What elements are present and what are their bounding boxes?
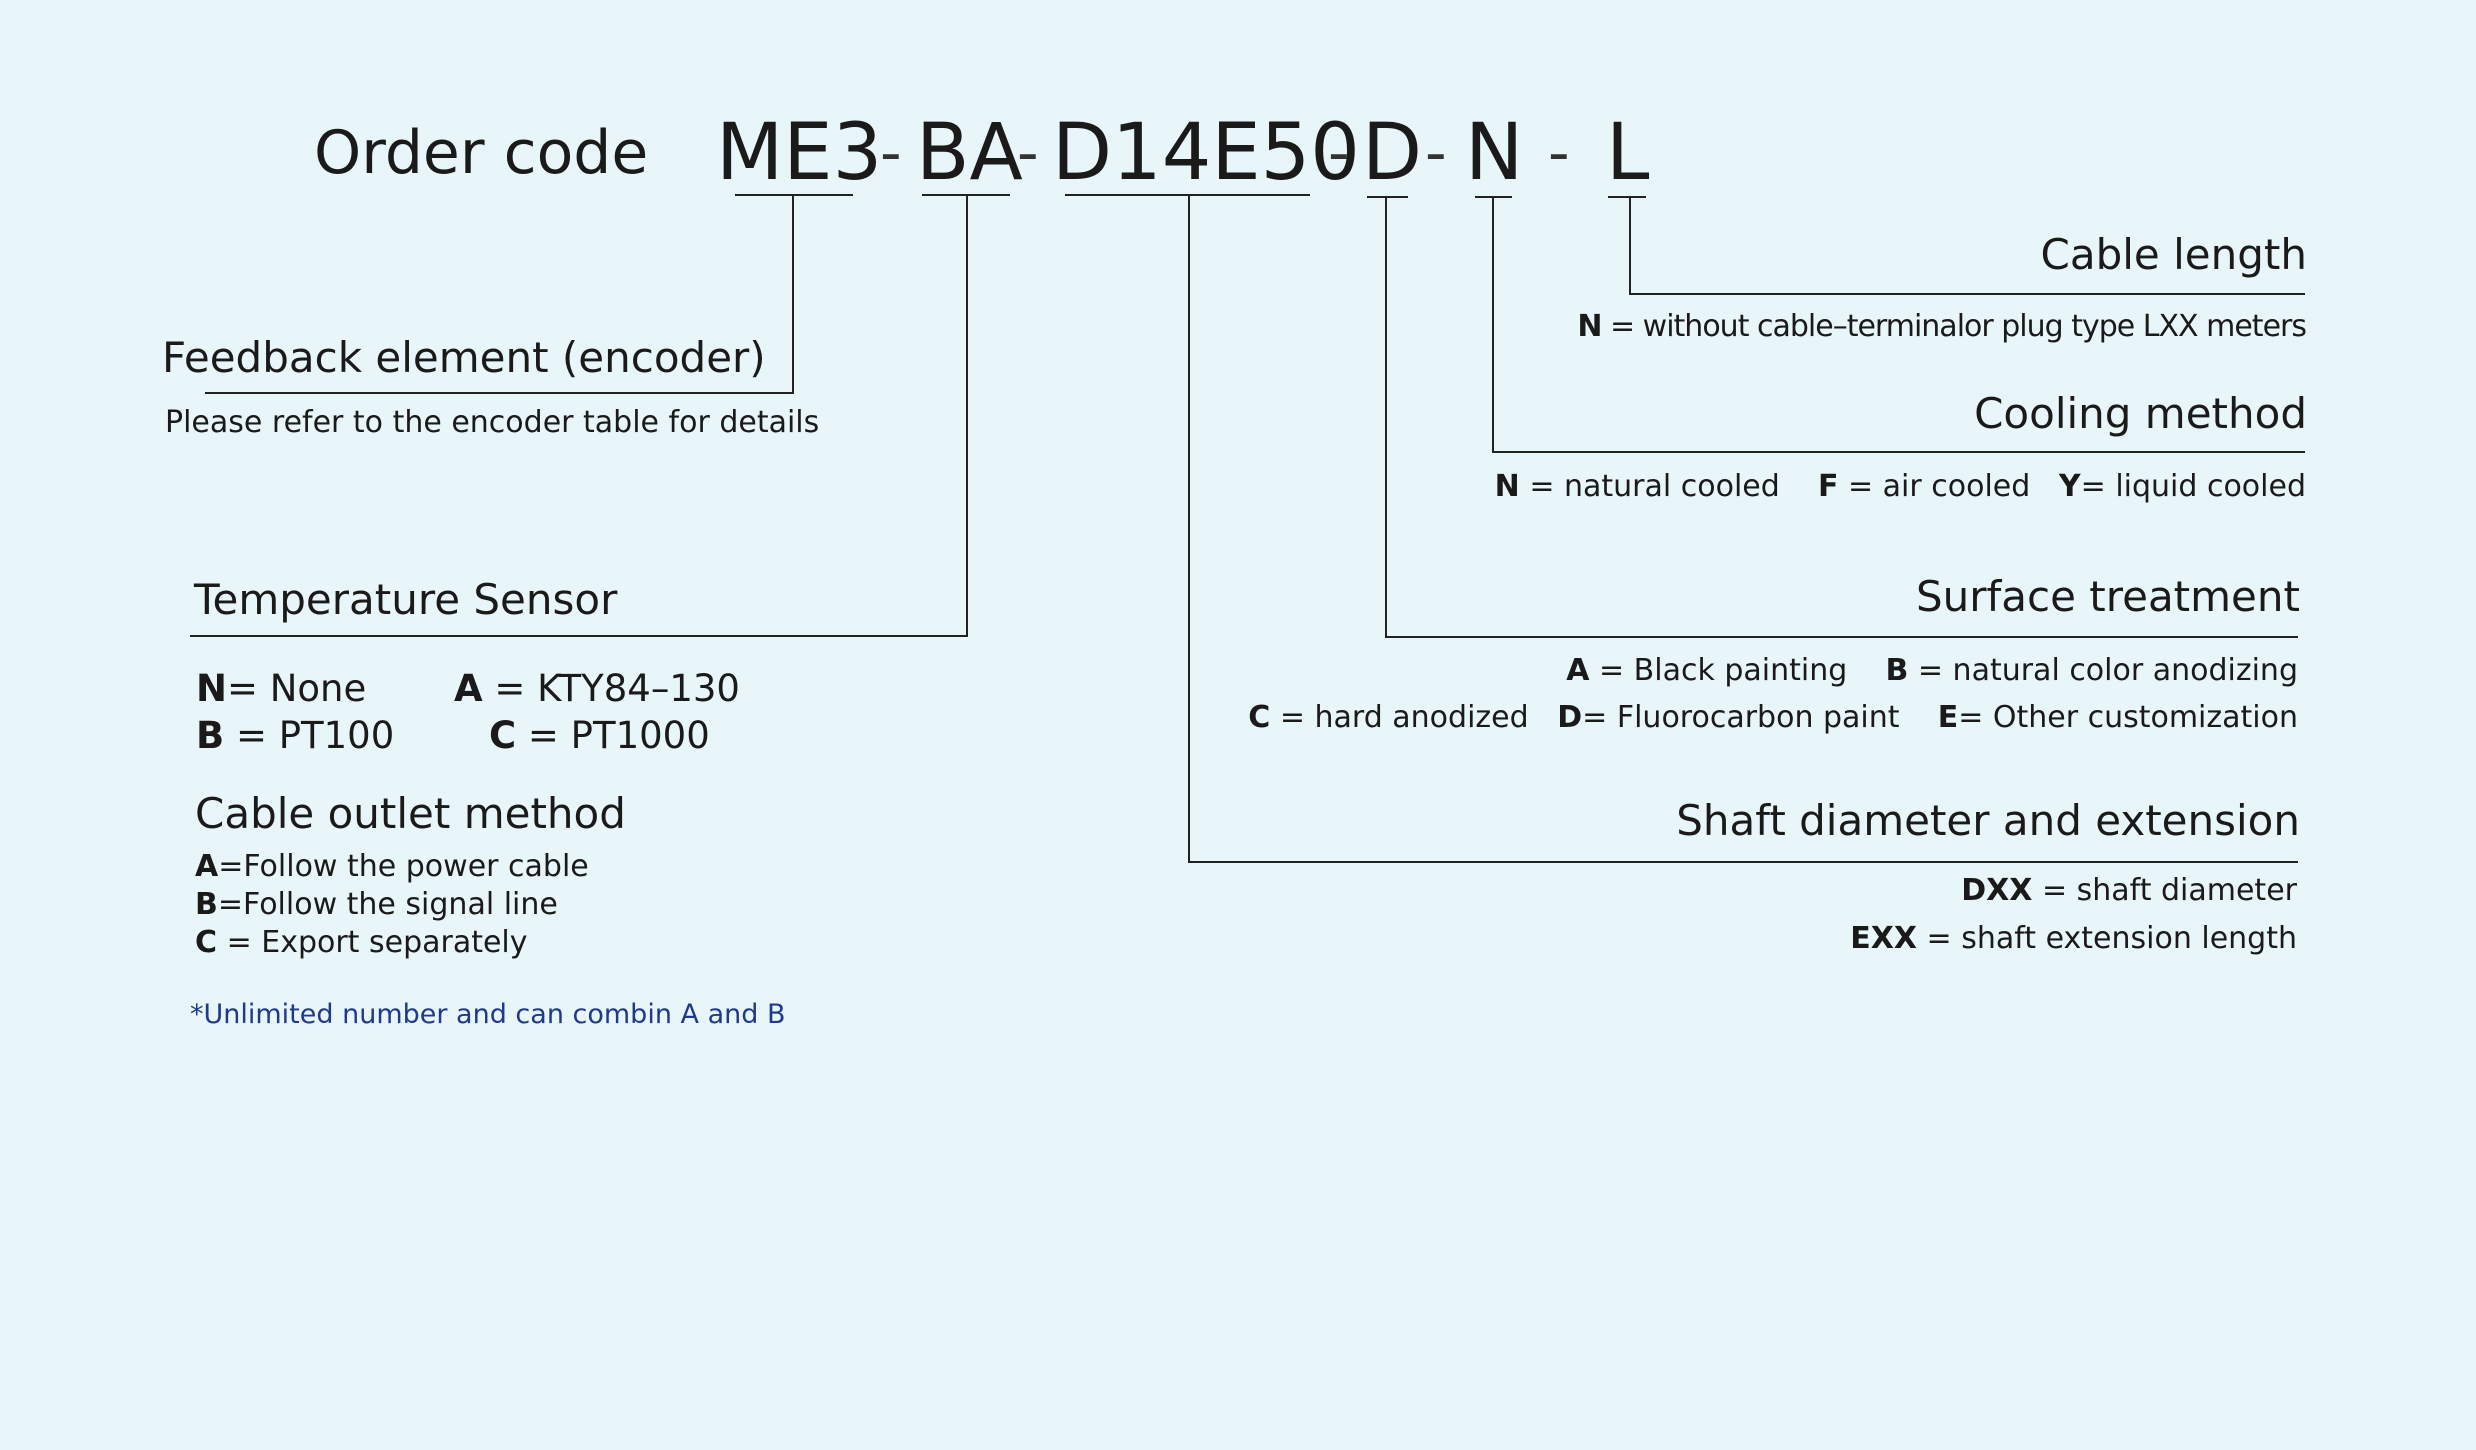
- cable-length-value: = without cable–terminalor plug type LXX…: [1601, 309, 2307, 344]
- cooling-value: = natural cooled: [1519, 469, 1780, 504]
- surface-key: D: [1557, 700, 1583, 735]
- cable-outlet-item: C = Export separately: [195, 925, 528, 960]
- temp-key-n: N: [196, 667, 227, 710]
- cable-outlet-value: =Follow the signal line: [217, 887, 558, 922]
- surface-value: = Fluorocarbon paint: [1582, 700, 1900, 735]
- cooling-key: Y: [2058, 469, 2081, 504]
- code-separator: -: [880, 118, 902, 188]
- cable-outlet-note: *Unlimited number and can combin A and B: [190, 999, 786, 1030]
- cable-outlet-key: B: [195, 887, 218, 922]
- cable-outlet-key: A: [195, 849, 219, 884]
- cable-outlet-key: C: [195, 925, 218, 960]
- surface-value: = natural color anodizing: [1908, 653, 2298, 688]
- connector-shaft: [1188, 195, 2298, 863]
- code-segment-n: N: [1465, 108, 1524, 198]
- cooling-value: = liquid cooled: [2080, 469, 2306, 504]
- temperature-row-1: N= None: [196, 667, 366, 710]
- shaft-value: = shaft diameter: [2032, 873, 2297, 908]
- temperature-row-1b: A = KTY84–130: [454, 667, 740, 710]
- temperature-heading: Temperature Sensor: [194, 575, 618, 624]
- shaft-key: EXX: [1850, 921, 1918, 956]
- code-separator: -: [1425, 118, 1447, 188]
- cable-outlet-value: = Export separately: [217, 925, 528, 960]
- temp-value-pt1000: = PT1000: [516, 714, 710, 757]
- feedback-heading: Feedback element (encoder): [162, 333, 766, 382]
- shaft-heading: Shaft diameter and extension: [1676, 796, 2300, 845]
- temperature-row-2: B = PT100: [196, 714, 394, 757]
- surface-value: = Other customization: [1958, 700, 2298, 735]
- surface-key: A: [1566, 653, 1590, 688]
- surface-value: = Black painting: [1589, 653, 1848, 688]
- order-code-label: Order code: [314, 118, 649, 188]
- cable-outlet-item: B=Follow the signal line: [195, 887, 558, 922]
- cable-outlet-heading: Cable outlet method: [195, 789, 626, 838]
- cable-length-key: N: [1577, 309, 1602, 344]
- surface-row-2: C = hard anodized D= Fluorocarbon paint …: [1248, 700, 2298, 735]
- temp-value-pt100: = PT100: [224, 714, 395, 757]
- code-separator: -: [1548, 118, 1570, 188]
- surface-key: C: [1248, 700, 1271, 735]
- surface-row-1: A = Black painting B = natural color ano…: [1566, 653, 2298, 688]
- shaft-item-diameter: DXX = shaft diameter: [1961, 873, 2297, 908]
- cable-outlet-item: A=Follow the power cable: [195, 849, 589, 884]
- surface-heading: Surface treatment: [1915, 572, 2300, 621]
- cooling-heading: Cooling method: [1974, 389, 2307, 438]
- shaft-item-extension: EXX = shaft extension length: [1850, 921, 2297, 956]
- temp-key-c: C: [489, 714, 517, 757]
- shaft-value: = shaft extension length: [1917, 921, 2297, 956]
- cooling-options: N = natural cooled F = air cooled Y= liq…: [1495, 469, 2306, 504]
- cooling-key: N: [1494, 469, 1520, 504]
- temp-key-b: B: [196, 714, 225, 757]
- code-segment-d14e50: D14E50: [1052, 108, 1360, 198]
- connector-feedback: [205, 195, 794, 394]
- cooling-value: = air cooled: [1838, 469, 2031, 504]
- code-segment-me3: ME3: [716, 108, 883, 198]
- temperature-row-2b: C = PT1000: [489, 714, 710, 757]
- shaft-key: DXX: [1961, 873, 2033, 908]
- connector-cable-length: [1629, 197, 2305, 295]
- feedback-description: Please refer to the encoder table for de…: [165, 405, 820, 440]
- cooling-key: F: [1817, 469, 1839, 504]
- connector-temperature: [190, 195, 968, 637]
- code-segment-ba: BA: [916, 108, 1023, 198]
- temp-value-none: = None: [226, 667, 367, 710]
- cable-length-heading: Cable length: [2040, 230, 2307, 279]
- surface-key: B: [1885, 653, 1909, 688]
- cable-outlet-value: =Follow the power cable: [218, 849, 589, 884]
- connector-surface: [1385, 197, 2298, 638]
- temp-key-a: A: [454, 667, 483, 710]
- connector-cooling: [1492, 197, 2305, 453]
- code-separator: -: [1328, 118, 1350, 188]
- code-separator: -: [1017, 118, 1039, 188]
- code-segment-d: D: [1362, 108, 1423, 198]
- cable-length-desc: N = without cable–terminalor plug type L…: [1577, 309, 2307, 344]
- temp-value-kty: = KTY84–130: [482, 667, 740, 710]
- surface-key: E: [1937, 700, 1959, 735]
- surface-value: = hard anodized: [1270, 700, 1529, 735]
- code-segment-l: L: [1606, 108, 1650, 198]
